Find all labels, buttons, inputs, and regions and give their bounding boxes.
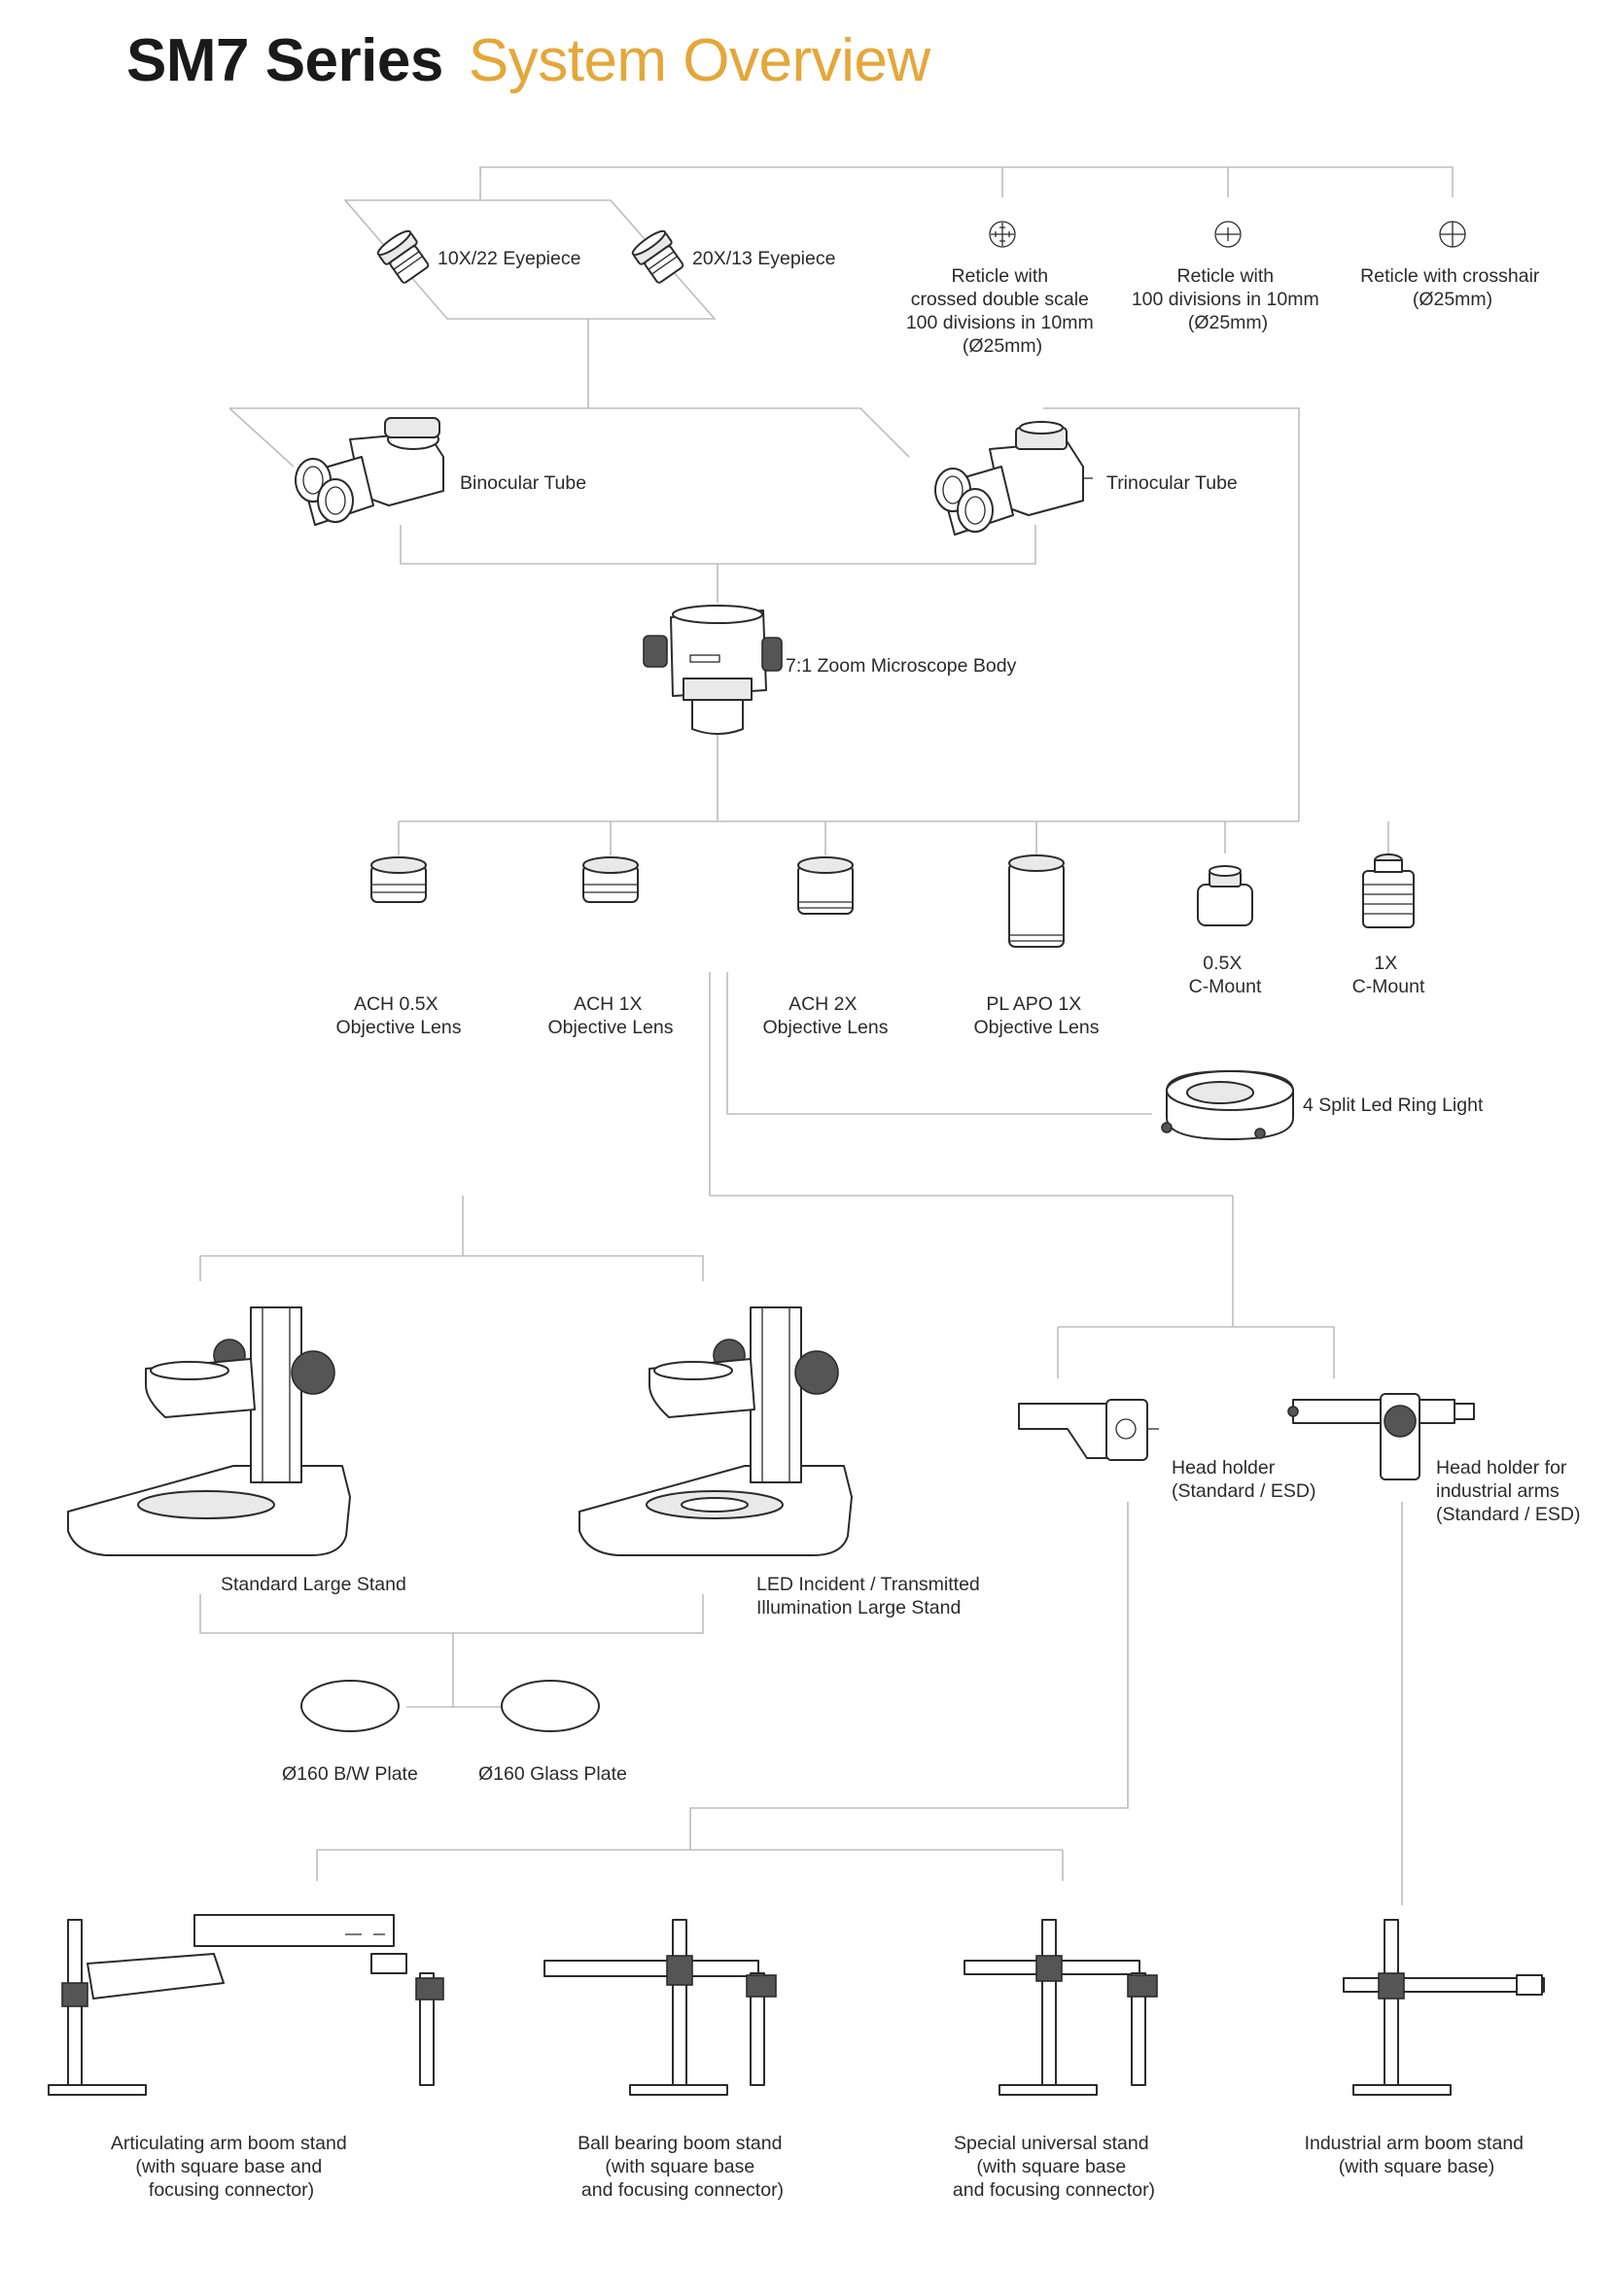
c-mount-05x-icon — [1197, 865, 1253, 926]
objective-ach-05x-icon — [370, 856, 427, 903]
reticle-100-divisions-icon — [1214, 221, 1242, 248]
binocular-tube-icon — [295, 417, 444, 526]
standard-stand-label: Standard Large Stand — [221, 1574, 406, 1595]
objective-2-label: ACH 1X Objective Lens — [548, 993, 674, 1038]
connector-lines — [199, 166, 1454, 1905]
objective-3-label: ACH 2X Objective Lens — [763, 993, 889, 1038]
led-stand-label: LED Incident / Transmitted Illumination … — [756, 1574, 985, 1618]
eyepiece-10x-icon — [376, 229, 430, 284]
head-holder-industrial-label: Head holder for industrial arms (Standar… — [1436, 1457, 1580, 1525]
boom-stand-4-label: Industrial arm boom stand (with square b… — [1305, 2133, 1529, 2177]
trinocular-tube-icon — [934, 421, 1093, 536]
eyepiece-20x-label: 20X/13 Eyepiece — [692, 248, 835, 269]
reticle-2-label: Reticle with 100 divisions in 10mm (Ø25m… — [1132, 265, 1324, 333]
c-mount-2-label: 1X C-Mount — [1352, 953, 1425, 997]
glass-plate-icon — [501, 1680, 600, 1732]
eyepiece-20x-icon — [631, 229, 684, 284]
head-holder-standard-icon — [1018, 1399, 1159, 1461]
reticle-crosshair-icon — [1439, 221, 1466, 248]
c-mount-1x-icon — [1362, 853, 1415, 928]
binocular-tube-label: Binocular Tube — [460, 472, 586, 494]
standard-large-stand-icon — [67, 1306, 351, 1556]
zoom-body-icon — [643, 605, 783, 735]
objective-pl-apo-1x-icon — [1008, 854, 1065, 948]
boom-stand-2-label: Ball bearing boom stand (with square bas… — [578, 2133, 788, 2201]
reticle-3-label: Reticle with crosshair (Ø25mm) — [1360, 265, 1545, 310]
objective-ach-2x-icon — [797, 856, 854, 915]
zoom-body-label: 7:1 Zoom Microscope Body — [786, 655, 1017, 677]
ring-light-label: 4 Split Led Ring Light — [1303, 1095, 1484, 1116]
head-holder-industrial-icon — [1287, 1393, 1475, 1480]
boom-stand-1-label: Articulating arm boom stand (with square… — [111, 2133, 352, 2201]
glass-plate-label: Ø160 Glass Plate — [478, 1763, 627, 1785]
title-overview: System Overview — [468, 27, 930, 94]
trinocular-tube-label: Trinocular Tube — [1106, 472, 1238, 494]
ring-light-icon — [1161, 1070, 1294, 1140]
special-universal-stand-icon — [964, 1919, 1158, 2096]
objective-4-label: PL APO 1X Objective Lens — [974, 993, 1100, 1038]
boom-stand-3-label: Special universal stand (with square bas… — [953, 2133, 1155, 2201]
eyepiece-10x-label: 10X/22 Eyepiece — [438, 248, 580, 269]
page-title: SM7 Series System Overview — [126, 25, 930, 97]
bw-plate-icon — [300, 1680, 400, 1732]
bw-plate-label: Ø160 B/W Plate — [282, 1763, 418, 1785]
objective-ach-1x-icon — [582, 856, 639, 903]
articulating-arm-boom-stand-icon — [48, 1914, 444, 2096]
reticle-crossed-double-scale-icon — [989, 221, 1016, 248]
led-illumination-stand-icon — [578, 1306, 853, 1556]
c-mount-1-label: 0.5X C-Mount — [1189, 953, 1262, 997]
ball-bearing-boom-stand-icon — [543, 1919, 777, 2096]
head-holder-standard-label: Head holder (Standard / ESD) — [1172, 1457, 1315, 1502]
title-series: SM7 Series — [126, 27, 443, 94]
reticle-1-label: Reticle with crossed double scale 100 di… — [906, 265, 1099, 357]
industrial-arm-boom-stand-icon — [1343, 1919, 1545, 2096]
objective-1-label: ACH 0.5X Objective Lens — [336, 993, 462, 1038]
